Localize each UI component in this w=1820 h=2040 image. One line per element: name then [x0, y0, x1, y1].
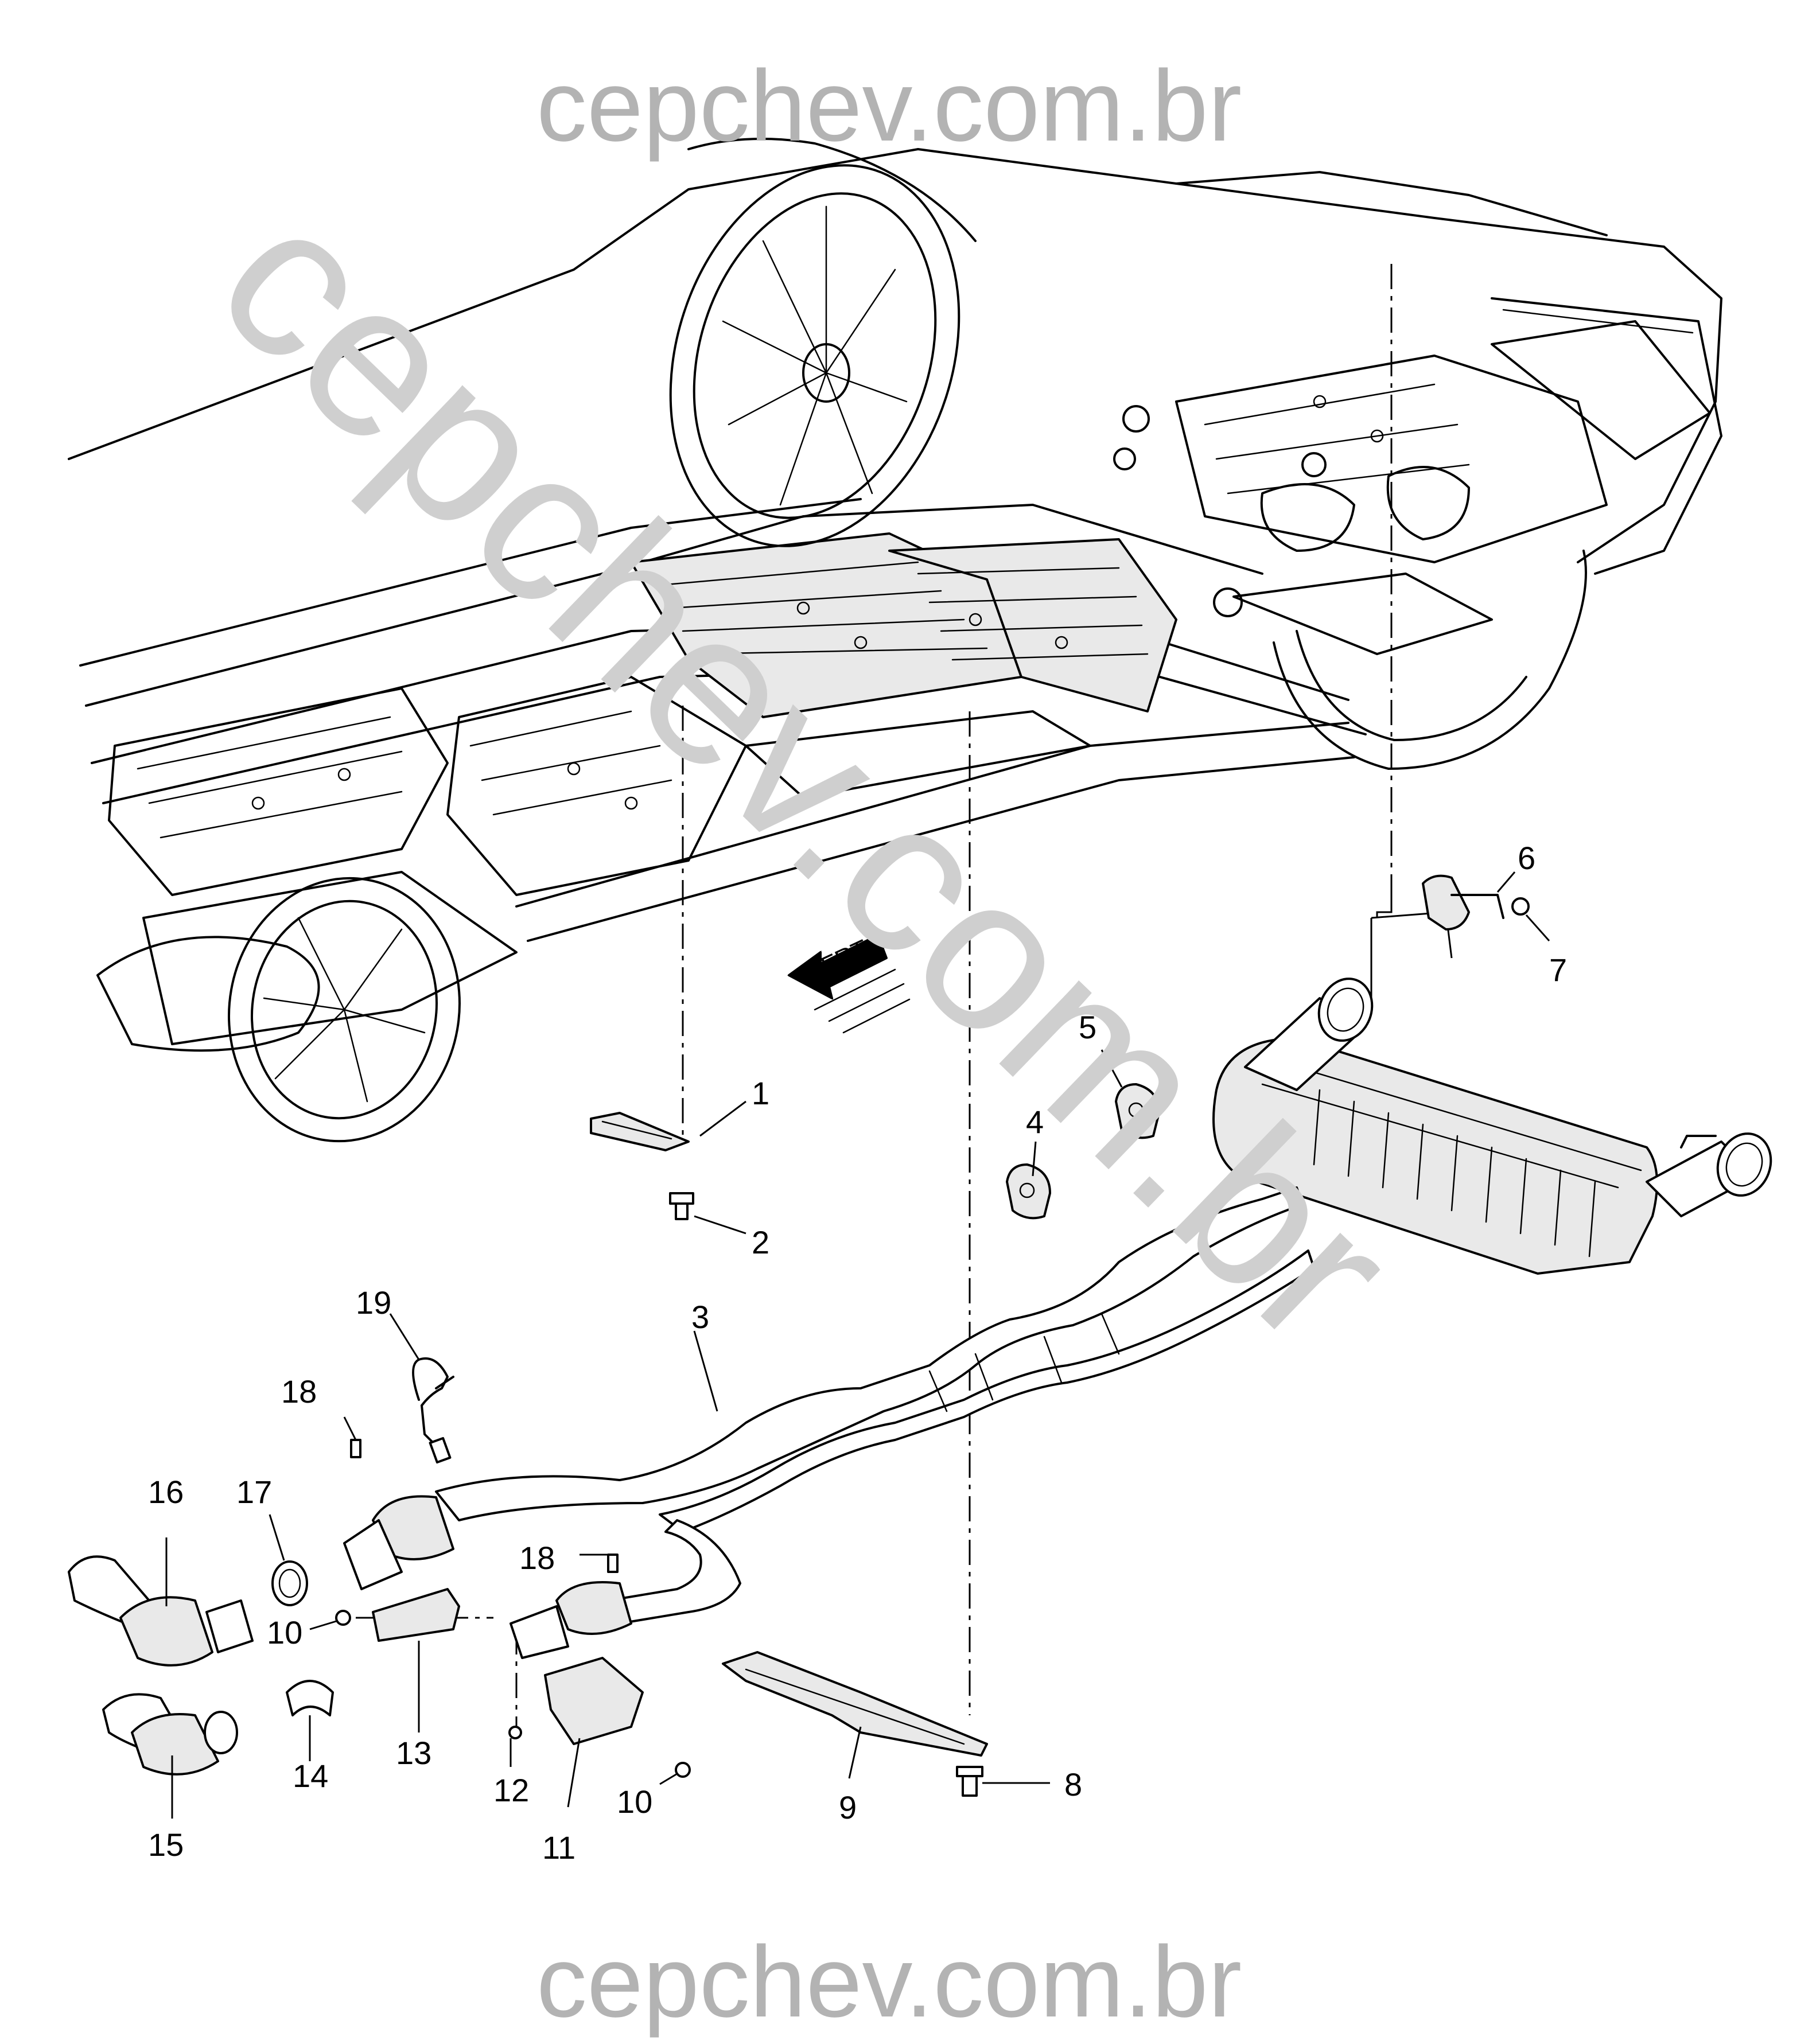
callout-10: 10	[267, 1614, 302, 1650]
callout-18: 18	[519, 1540, 555, 1576]
part-12-nut	[508, 1726, 522, 1739]
rear-right-wheel	[1273, 550, 1587, 770]
watermark-diagonal: cepchev.com.br	[173, 157, 1439, 1391]
part-5-hanger	[1115, 1083, 1160, 1139]
callout-2: 2	[752, 1224, 769, 1260]
part-14-gasket	[286, 1680, 334, 1716]
part-6-hanger-bracket	[1422, 874, 1504, 931]
callout-11: 11	[542, 1829, 575, 1866]
callout-7: 7	[1549, 952, 1567, 988]
part-2-bolt	[669, 1192, 694, 1220]
part-3-exhaust-pipe	[435, 1186, 1315, 1625]
callout-18: 18	[281, 1373, 317, 1410]
watermark-top: cepchev.com.br	[536, 50, 1242, 162]
part-8-bolt	[956, 1766, 983, 1797]
part-17-clamp	[271, 1560, 308, 1606]
callout-9: 9	[839, 1789, 857, 1825]
callout-8: 8	[1064, 1766, 1082, 1802]
callout-19: 19	[356, 1284, 391, 1321]
callout-17: 17	[236, 1474, 272, 1510]
part-1-heat-shield-plate	[590, 1112, 690, 1151]
callout-4: 4	[1026, 1104, 1044, 1140]
callout-16: 16	[148, 1474, 184, 1510]
callout-14: 14	[293, 1758, 328, 1794]
callout-12: 12	[493, 1772, 529, 1808]
right-catalytic-converter	[343, 1495, 454, 1590]
part-7-nut	[1511, 897, 1530, 916]
rear-muffler	[1212, 978, 1772, 1275]
left-catalytic-converter	[510, 1581, 632, 1659]
callout-6: 6	[1518, 840, 1535, 876]
part-13-heat-shield	[372, 1588, 460, 1642]
rear-wheel	[669, 138, 977, 547]
callout-15: 15	[148, 1827, 184, 1863]
callout-13: 13	[396, 1735, 431, 1771]
part-10-nut	[335, 1610, 351, 1626]
part-18-bolt	[350, 1439, 361, 1458]
part-16-manifold-converter	[68, 1555, 254, 1667]
part-4-hanger	[1006, 1163, 1051, 1220]
front-wheel	[228, 877, 461, 1143]
watermark-bottom: cepchev.com.br	[536, 1926, 1242, 2038]
part-11-heat-shield	[544, 1657, 644, 1745]
callout-labels: 1 2 3 4 5 6 7 8 9 10 10 11 12 13 14 15 1…	[148, 840, 1567, 1866]
callout-leaders	[165, 871, 1550, 1819]
part-15-manifold-converter	[102, 1693, 238, 1776]
part-10-nut	[675, 1762, 691, 1778]
part-19-oxygen-sensor	[412, 1357, 454, 1464]
part-18-bolt	[607, 1554, 619, 1573]
part-9-underbody-heat-shield	[722, 1651, 988, 1757]
callout-5: 5	[1079, 1009, 1096, 1045]
callout-3: 3	[691, 1299, 709, 1335]
callout-1: 1	[752, 1075, 769, 1111]
callout-10: 10	[617, 1784, 652, 1820]
